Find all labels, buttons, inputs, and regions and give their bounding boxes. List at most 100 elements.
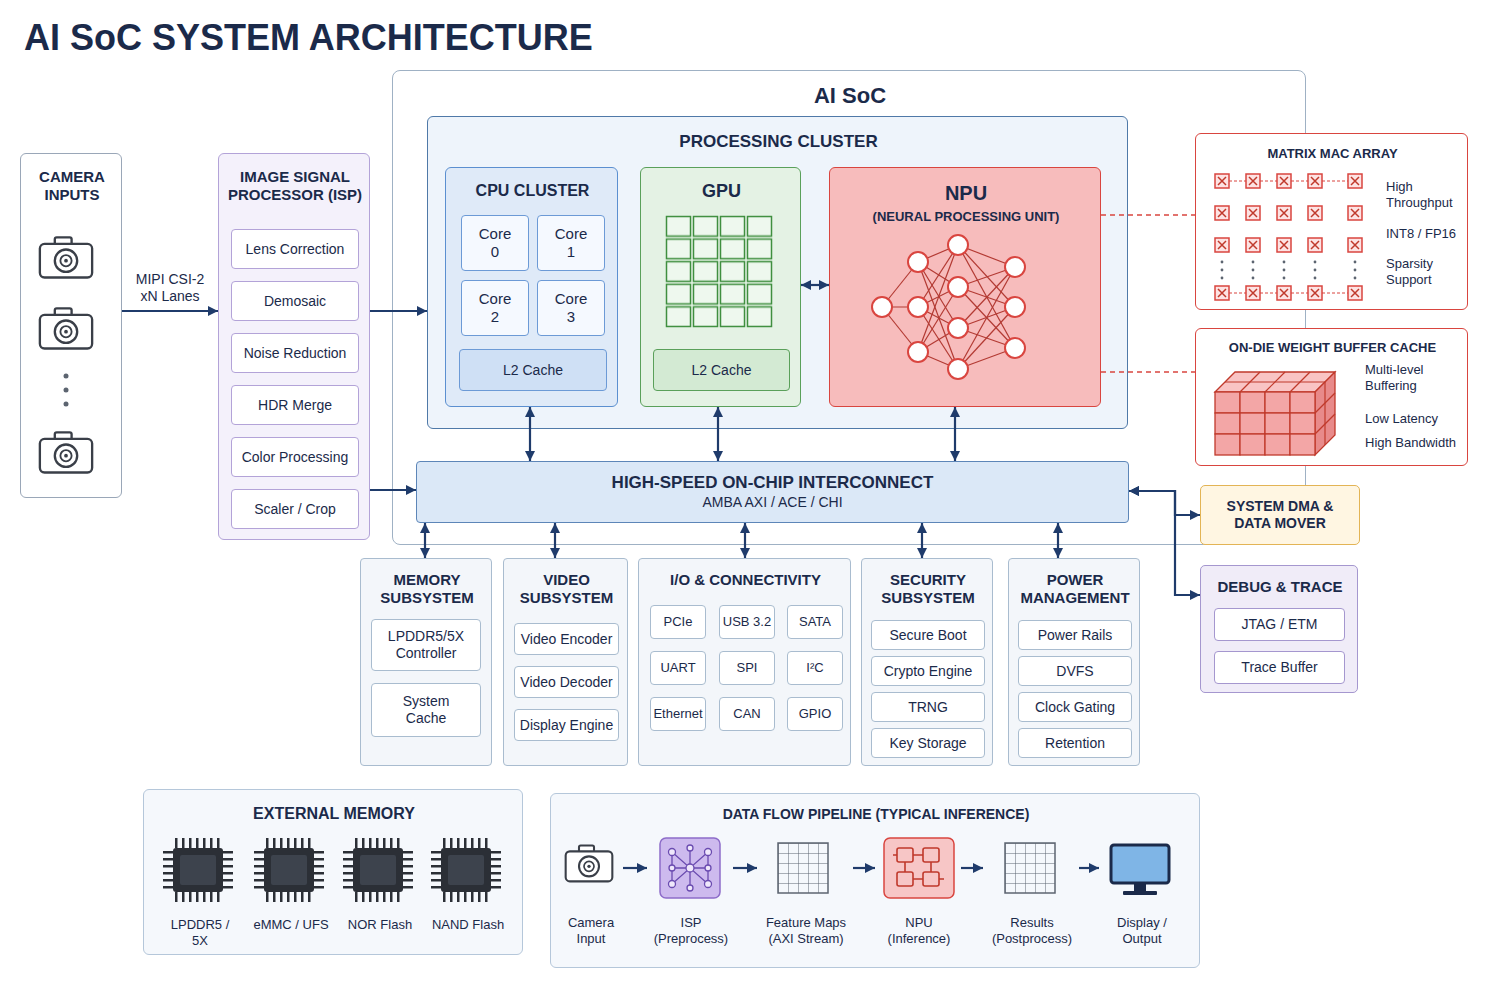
illustration-part [1283, 261, 1286, 264]
illustration-part [958, 267, 1015, 369]
illustration-part [705, 881, 712, 888]
connector-arrow [370, 489, 416, 491]
block-box: SYSTEM DMA & DATA MOVER [1200, 485, 1360, 545]
text-area: Demosaic [232, 282, 358, 320]
text-area: Noise Reduction [232, 334, 358, 372]
block-box: Retention [1018, 728, 1132, 758]
illustration-part [948, 318, 968, 338]
icon-node: eMMC / UFS [247, 836, 333, 936]
text-area: (NEURAL PROCESSING UNIT) [830, 209, 1102, 225]
box-label: Retention [1045, 735, 1105, 752]
gpu-core-grid [665, 215, 773, 328]
box-label: Multi-level Buffering [1365, 362, 1457, 393]
illustration-part [948, 359, 968, 379]
illustration-part [705, 849, 712, 856]
text-area: NPU [830, 181, 1102, 205]
box-label: CPU CLUSTER [450, 181, 615, 200]
text-area: IMAGE SIGNAL PROCESSOR (ISP) [219, 168, 371, 204]
block-box: PROCESSING CLUSTERCPU CLUSTERCore 0Core … [427, 116, 1128, 429]
illustration-part [948, 277, 968, 297]
illustration-part [1277, 238, 1291, 252]
block-box: MATRIX MAC ARRAYHigh ThroughputINT8 / FP… [1195, 133, 1468, 310]
illustration-part [958, 307, 1015, 369]
box-label: L2 Cache [692, 362, 752, 379]
text-area: Ethernet [651, 698, 705, 730]
block-box: Display Engine [514, 709, 619, 741]
box-label: High Bandwidth [1365, 435, 1457, 451]
connector-arrow [529, 407, 531, 461]
block-box: CAMERA INPUTS [20, 153, 122, 498]
illustration-part [882, 262, 918, 307]
illustration-part [669, 845, 712, 891]
illustration-part [918, 262, 958, 287]
illustration-part [918, 262, 958, 328]
title-area: AI SoC SYSTEM ARCHITECTURE [24, 16, 593, 59]
box-label: L2 Cache [503, 362, 563, 379]
block-box: Noise Reduction [231, 333, 359, 373]
illustration-part [884, 838, 954, 898]
illustration-part [64, 388, 69, 393]
illustration-part [1311, 289, 1319, 297]
box-label: SECURITY SUBSYSTEM [866, 571, 990, 607]
illustration-part [1280, 209, 1288, 217]
illustration-part [918, 307, 958, 328]
box-label: Noise Reduction [244, 345, 347, 362]
box-label: AI SoC SYSTEM ARCHITECTURE [24, 16, 593, 59]
buffer-cube [1215, 372, 1335, 455]
illustration-part [348, 843, 408, 897]
box-label: Core 3 [551, 290, 591, 326]
illustration-part [1280, 177, 1288, 185]
illustration-part [1314, 261, 1317, 264]
illustration-part [1246, 206, 1260, 220]
text-area: UART [651, 652, 705, 684]
box-label: MEMORY SUBSYSTEM [365, 571, 489, 607]
illustration-part [1260, 181, 1277, 182]
box-label: I²C [806, 660, 823, 676]
text-area: DATA FLOW PIPELINE (TYPICAL INFERENCE) [551, 806, 1201, 823]
connector-arrow [801, 284, 829, 286]
text-area: DEBUG & TRACE [1201, 578, 1359, 596]
box-label: NAND Flash [429, 917, 507, 933]
pipeline-icons [566, 838, 1169, 898]
text-area: VIDEO SUBSYSTEM [504, 571, 629, 607]
illustration-part [1351, 241, 1359, 249]
illustration-part [1308, 238, 1322, 252]
illustration-part [1265, 392, 1290, 413]
illustration-part [958, 348, 1015, 369]
illustration-part [1348, 238, 1362, 252]
box-label: Secure Boot [889, 627, 966, 644]
text-area: Crypto Engine [872, 657, 984, 685]
connector-arrow [717, 407, 719, 461]
text-area: I²C [788, 652, 842, 684]
box-label: Results (Postprocess) [988, 915, 1076, 946]
illustration-part [1290, 392, 1315, 413]
illustration-part [672, 848, 708, 888]
illustration-part [1311, 209, 1319, 217]
illustration-part [958, 267, 1015, 328]
illustration-part [1005, 843, 1055, 893]
icon-node: Camera Input [557, 836, 623, 946]
illustration-part [1348, 206, 1362, 220]
illustration-part [1260, 293, 1277, 294]
illustration-part [918, 245, 958, 352]
box-label: INT8 / FP16 [1386, 226, 1460, 242]
illustration-part [1215, 372, 1335, 392]
box-label: EXTERNAL MEMORY [148, 804, 520, 823]
illustration-part [1277, 206, 1291, 220]
box-label: VIDEO SUBSYSTEM [508, 571, 625, 607]
box-label: DEBUG & TRACE [1205, 578, 1355, 596]
box-label: CAN [733, 706, 760, 722]
illustration-part [1249, 177, 1257, 185]
box-label: PCIe [664, 614, 693, 630]
connector-arrow [1057, 523, 1059, 558]
illustration-part [918, 245, 958, 262]
illustration-part [1005, 257, 1025, 277]
illustration-part [1221, 269, 1224, 272]
icon-node: NPU (Inference) [875, 836, 961, 946]
block-box: HDR Merge [231, 385, 359, 425]
box-label: USB 3.2 [723, 614, 771, 630]
illustration-part [669, 849, 676, 856]
text-area: Core 1 [538, 216, 604, 270]
connector-arrow [554, 523, 556, 558]
illustration-part [1229, 181, 1246, 182]
